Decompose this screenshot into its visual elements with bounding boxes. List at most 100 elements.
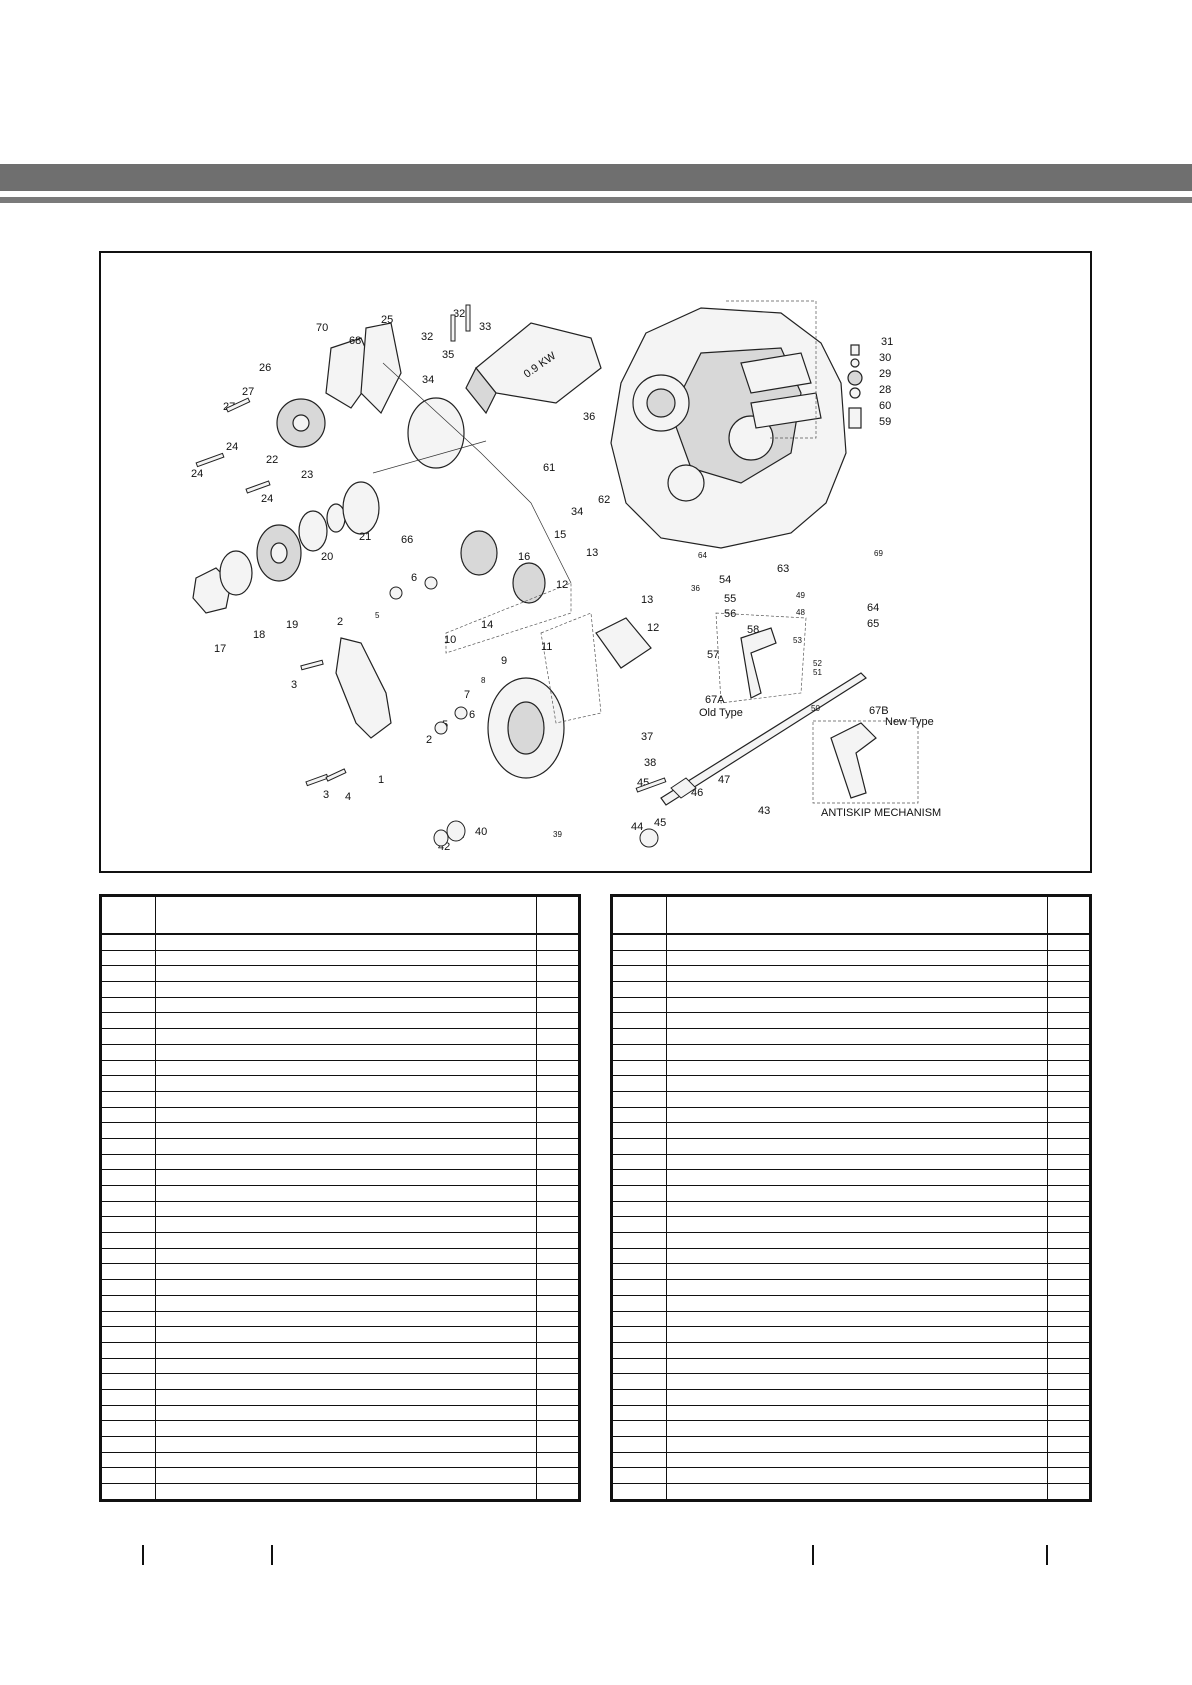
table-row bbox=[612, 1059, 1090, 1077]
table-cell bbox=[666, 1216, 1048, 1234]
table-cell bbox=[666, 1075, 1048, 1092]
old-type-label: Old Type bbox=[699, 707, 743, 719]
table-row bbox=[101, 1059, 579, 1077]
table-row bbox=[101, 1294, 579, 1312]
table-cell bbox=[1047, 1451, 1090, 1469]
table-cell bbox=[101, 1341, 156, 1359]
table-cell bbox=[101, 1012, 156, 1030]
table-cell bbox=[155, 949, 537, 967]
table-cell bbox=[101, 1483, 156, 1500]
callout-4: 4 bbox=[345, 791, 351, 803]
table-cell bbox=[536, 1185, 579, 1202]
table-cell bbox=[666, 965, 1048, 983]
table-row bbox=[612, 1436, 1090, 1453]
callout-28: 28 bbox=[879, 384, 891, 396]
table-cell bbox=[101, 1404, 156, 1422]
table-row bbox=[612, 1122, 1090, 1139]
table-cell bbox=[666, 1294, 1048, 1312]
table-cell bbox=[1047, 1483, 1090, 1500]
table-cell bbox=[536, 1467, 579, 1485]
table-cell bbox=[536, 1373, 579, 1390]
callout-49: 49 bbox=[796, 591, 805, 600]
table-cell bbox=[101, 1185, 156, 1202]
table-cell bbox=[1047, 1404, 1090, 1422]
table-cell bbox=[101, 1216, 156, 1234]
table-cell bbox=[666, 1059, 1048, 1077]
table-cell bbox=[536, 933, 579, 951]
table-cell bbox=[612, 1185, 667, 1202]
table-cell bbox=[155, 1075, 537, 1092]
table-cell bbox=[612, 1341, 667, 1359]
header-cell bbox=[155, 896, 537, 935]
callout-63: 63 bbox=[777, 563, 789, 575]
table-row bbox=[101, 1028, 579, 1045]
callout-56: 56 bbox=[724, 608, 736, 620]
table-cell bbox=[666, 1388, 1048, 1406]
table-cell bbox=[536, 1153, 579, 1171]
table-cell bbox=[1047, 1232, 1090, 1249]
table-cell bbox=[612, 1059, 667, 1077]
callout-47: 47 bbox=[718, 774, 730, 786]
crankcase bbox=[610, 307, 847, 549]
table-cell bbox=[612, 1263, 667, 1281]
callout-21: 21 bbox=[359, 531, 371, 543]
table-row bbox=[101, 1279, 579, 1296]
table-cell bbox=[155, 1153, 537, 1171]
table-cell bbox=[536, 1279, 579, 1296]
table-cell bbox=[101, 1420, 156, 1437]
table-cell bbox=[101, 1467, 156, 1485]
callout-34b: 34 bbox=[571, 506, 583, 518]
callout-52: 52 bbox=[813, 659, 822, 668]
table-cell bbox=[101, 1075, 156, 1092]
table-cell bbox=[612, 1075, 667, 1092]
table-cell bbox=[155, 1357, 537, 1375]
table-cell bbox=[666, 1373, 1048, 1390]
table-cell bbox=[666, 1357, 1048, 1375]
callout-17: 17 bbox=[214, 643, 226, 655]
callout-54: 54 bbox=[719, 574, 731, 586]
new-type-label: New Type bbox=[885, 716, 934, 728]
table-cell bbox=[1047, 1090, 1090, 1108]
flywheel bbox=[487, 677, 565, 779]
table-cell bbox=[666, 1263, 1048, 1281]
table-cell bbox=[1047, 1043, 1090, 1061]
table-row bbox=[101, 1326, 579, 1343]
table-cell bbox=[155, 1483, 537, 1500]
callout-59: 59 bbox=[879, 416, 891, 428]
table-cell bbox=[155, 1388, 537, 1406]
table-cell bbox=[1047, 981, 1090, 998]
table-cell bbox=[536, 1247, 579, 1265]
table-row bbox=[612, 1341, 1090, 1359]
table-cell bbox=[612, 1216, 667, 1234]
table-cell bbox=[101, 1279, 156, 1296]
table-cell bbox=[612, 949, 667, 967]
table-cell bbox=[101, 1326, 156, 1343]
table-row bbox=[612, 996, 1090, 1014]
table-cell bbox=[155, 1310, 537, 1328]
table-cell bbox=[666, 933, 1048, 951]
table-cell bbox=[101, 1373, 156, 1390]
table-cell bbox=[1047, 1357, 1090, 1375]
table-cell bbox=[536, 1028, 579, 1045]
table-cell bbox=[155, 1012, 537, 1030]
table-row bbox=[612, 1247, 1090, 1265]
table-row bbox=[101, 1420, 579, 1437]
callout-29: 29 bbox=[879, 368, 891, 380]
gear-14 bbox=[460, 530, 498, 576]
callout-24c: 24 bbox=[261, 493, 273, 505]
table-cell bbox=[612, 1310, 667, 1328]
table-cell bbox=[612, 965, 667, 983]
table-row bbox=[101, 1090, 579, 1108]
table-cell bbox=[536, 1357, 579, 1375]
callout-23: 23 bbox=[301, 469, 313, 481]
callout-30: 30 bbox=[879, 352, 891, 364]
callout-64: 64 bbox=[698, 551, 707, 560]
table-cell bbox=[666, 1028, 1048, 1045]
table-cell bbox=[666, 1326, 1048, 1343]
callout-18: 18 bbox=[253, 629, 265, 641]
table-cell bbox=[155, 1326, 537, 1343]
footer-divider bbox=[1046, 1545, 1048, 1565]
table-cell bbox=[155, 1341, 537, 1359]
table-row bbox=[101, 1106, 579, 1124]
callout-8: 8 bbox=[481, 676, 486, 685]
